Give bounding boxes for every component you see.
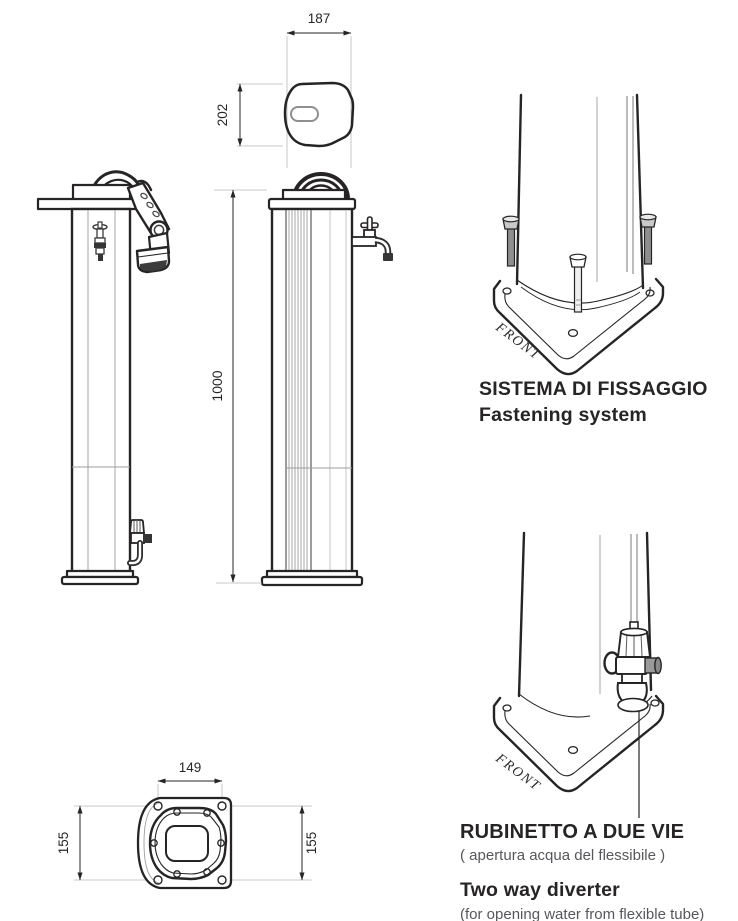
bolt-icon-left: [502, 215, 520, 267]
side-valve-icon: [127, 519, 152, 566]
diverter-title-it: RUBINETTO A DUE VIE: [460, 821, 685, 843]
column-cross-section-outline: [283, 81, 355, 148]
side-view-drawing: [36, 170, 171, 586]
cross-section-slot: [290, 106, 319, 122]
diverter-title-en: Two way diverter: [460, 879, 620, 902]
base-right-depth-dim-label: 155: [304, 832, 319, 855]
diverter-front-label: FRONT: [492, 751, 543, 795]
diverter-note-it: ( apertura acqua del flessibile ): [460, 847, 666, 865]
bolt-icon-right: [639, 213, 657, 265]
front-view-drawing: 1000: [209, 172, 393, 587]
front-tap-icon: [351, 216, 393, 261]
fastening-title-it: SISTEMA DI FISSAGGIO: [479, 378, 708, 400]
side-column-body: [70, 207, 132, 574]
fastening-title-en: Fastening system: [479, 403, 647, 426]
fastening-front-label: FRONT: [492, 320, 543, 364]
column-height-dim-label: 1000: [209, 370, 225, 401]
hand-shower-icon: [126, 181, 171, 274]
diverter-note-en: (for opening water from flexible tube): [460, 905, 705, 921]
mini-tap-icon: [92, 221, 108, 261]
base-plan-drawing: 149 155 155: [56, 760, 319, 890]
base-width-dim-label: 149: [179, 760, 202, 775]
diverter-caption: RUBINETTO A DUE VIE ( apertura acqua del…: [460, 819, 704, 921]
fastening-caption: SISTEMA DI FISSAGGIO Fastening system: [479, 377, 708, 428]
base-plate-outline: [136, 796, 233, 890]
base-column-profile: [148, 806, 228, 881]
front-cap: [267, 197, 357, 211]
top-view-width-dim-label: 187: [308, 11, 331, 26]
bolt-icon-center: [569, 253, 587, 313]
front-column-body: [270, 207, 354, 574]
fastening-detail-drawing: FRONT: [492, 93, 665, 376]
base-left-depth-dim-label: 155: [56, 832, 71, 855]
diverter-valve-icon: [603, 621, 662, 713]
top-view-depth-dim-label: 202: [215, 104, 230, 127]
diverter-detail-drawing: FRONT: [492, 531, 665, 818]
top-view-drawing: 187 202: [215, 11, 355, 168]
base-inner-slot: [165, 825, 209, 862]
